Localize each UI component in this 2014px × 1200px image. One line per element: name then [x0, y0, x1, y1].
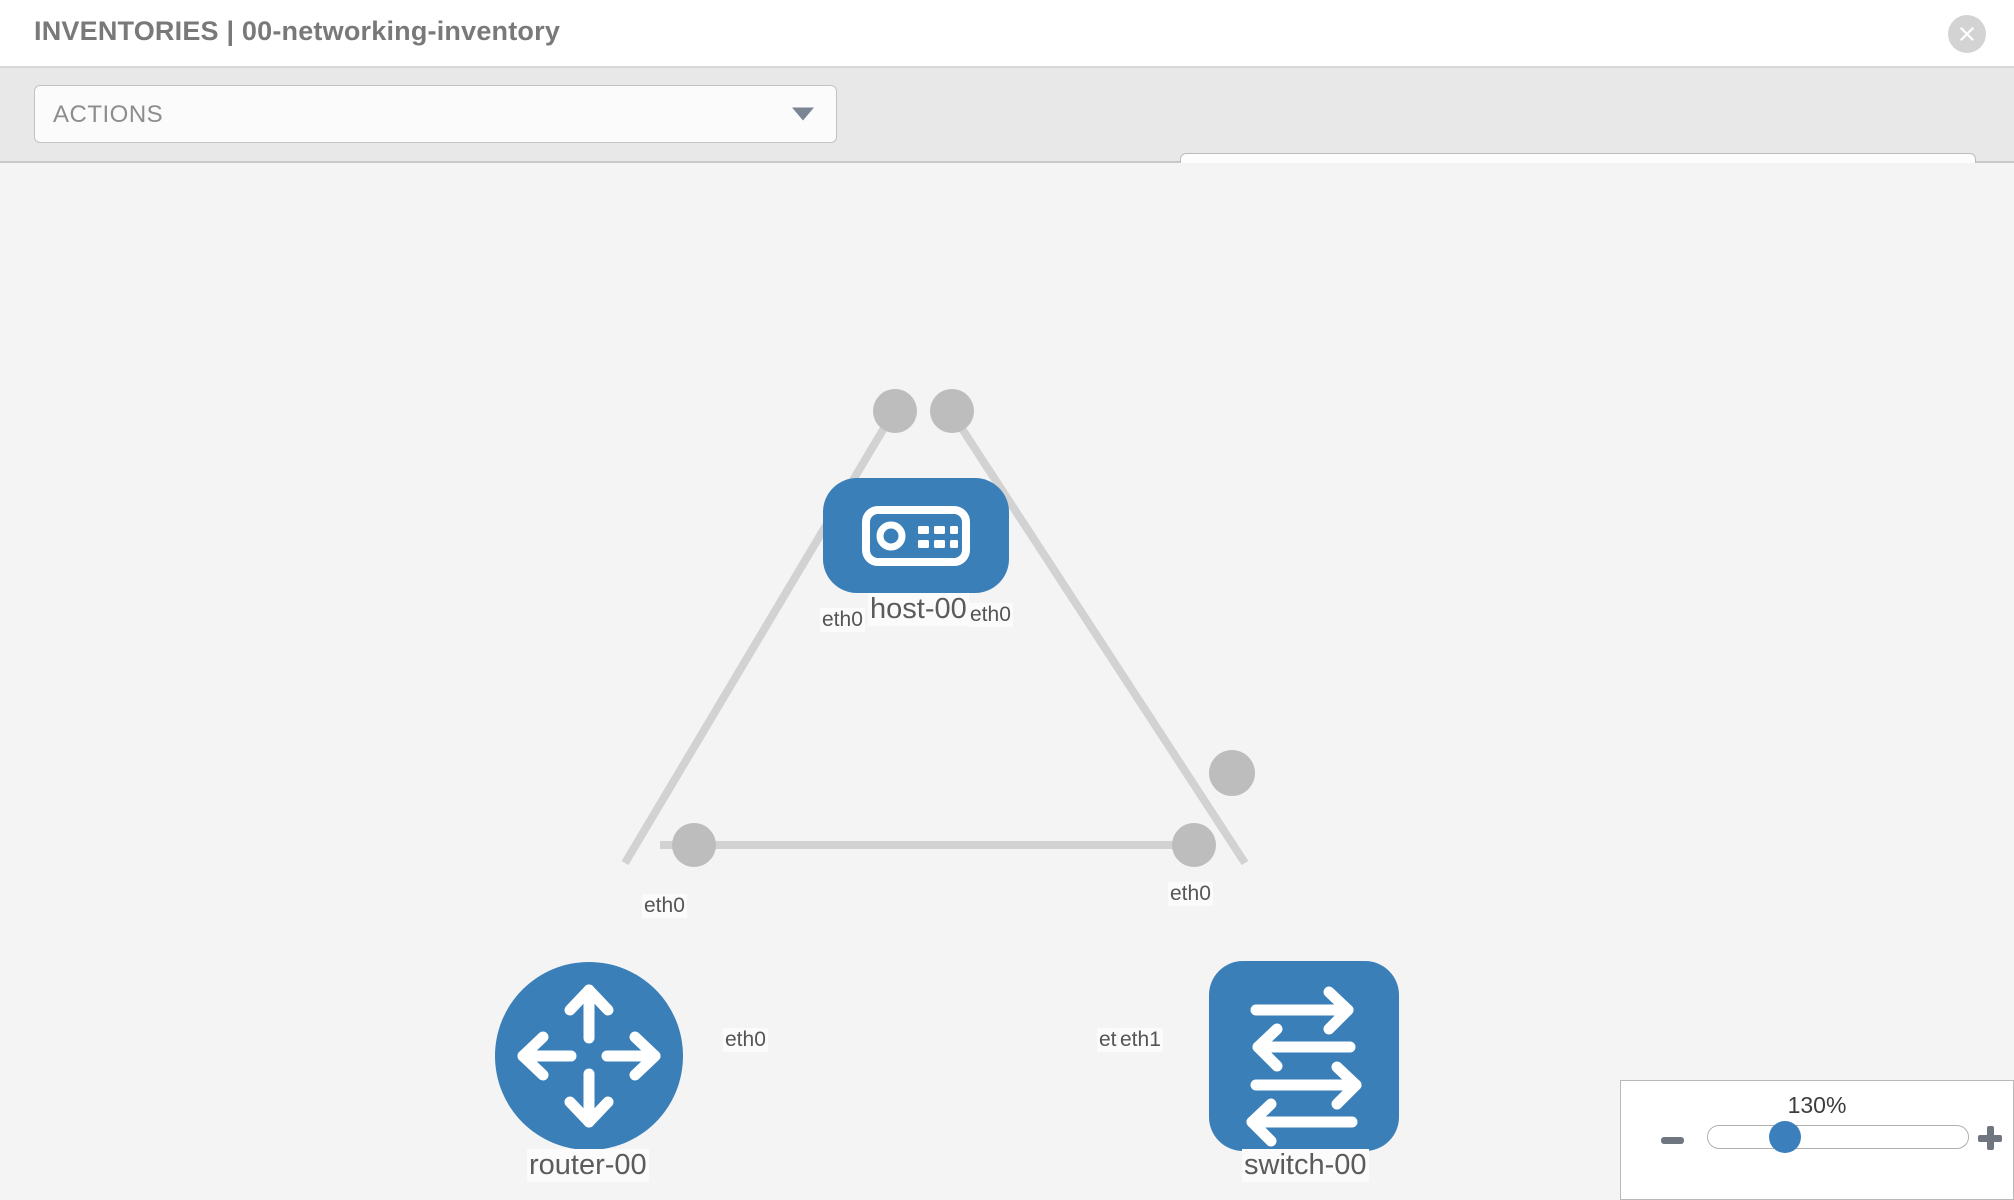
- zoom-control-panel: 130%: [1620, 1080, 2014, 1200]
- topology-graph: [495, 389, 1399, 1151]
- iface-label: eth0: [723, 1028, 768, 1052]
- iface-label: eth0: [1168, 882, 1213, 906]
- zoom-slider-thumb[interactable]: [1769, 1121, 1801, 1153]
- zoom-slider[interactable]: [1707, 1125, 1969, 1149]
- switch-arrows-icon: [1246, 986, 1362, 1147]
- node-host-00-shape: [823, 478, 1009, 593]
- edge-host-switch: [951, 415, 1249, 866]
- nub-switch-top: [1209, 750, 1255, 796]
- chevron-down-icon: [792, 107, 814, 121]
- iface-label: eth0: [642, 894, 687, 918]
- nub-switch-left: [1172, 823, 1216, 867]
- page-title: INVENTORIES | 00-networking-inventory: [34, 16, 561, 46]
- nub-host-right: [930, 389, 974, 433]
- close-icon[interactable]: [1948, 15, 1986, 53]
- iface-label: eth0: [968, 603, 1013, 627]
- topology-interface-nubs: [672, 389, 1255, 867]
- node-router-00-shape: [495, 962, 683, 1150]
- node-label-host-00: host-00: [868, 593, 969, 626]
- toolbar: ACTIONS SEARCH: [0, 68, 2014, 211]
- page-header: INVENTORIES | 00-networking-inventory: [0, 0, 2014, 68]
- zoom-level-value: 130%: [1787, 1092, 1847, 1118]
- actions-dropdown-label: ACTIONS: [53, 101, 164, 128]
- minus-icon[interactable]: [1661, 1137, 1684, 1144]
- actions-dropdown[interactable]: ACTIONS: [34, 85, 837, 143]
- iface-label: eth0: [820, 608, 865, 632]
- iface-label: eth1: [1118, 1028, 1163, 1052]
- node-label-switch-00: switch-00: [1242, 1149, 1369, 1182]
- nub-router-right: [672, 823, 716, 867]
- server-icon: [862, 506, 970, 566]
- node-host-00: [823, 478, 1009, 593]
- nub-host-left: [873, 389, 917, 433]
- router-arrows-icon: [517, 984, 661, 1128]
- node-switch-00: [1209, 961, 1399, 1151]
- plus-icon[interactable]: [1978, 1126, 2002, 1150]
- node-router-00: [495, 962, 683, 1150]
- topology-canvas[interactable]: eth0 eth0 eth0 eth0 eth0 eth eth1 host-0…: [0, 163, 2014, 1200]
- node-label-router-00: router-00: [527, 1149, 649, 1182]
